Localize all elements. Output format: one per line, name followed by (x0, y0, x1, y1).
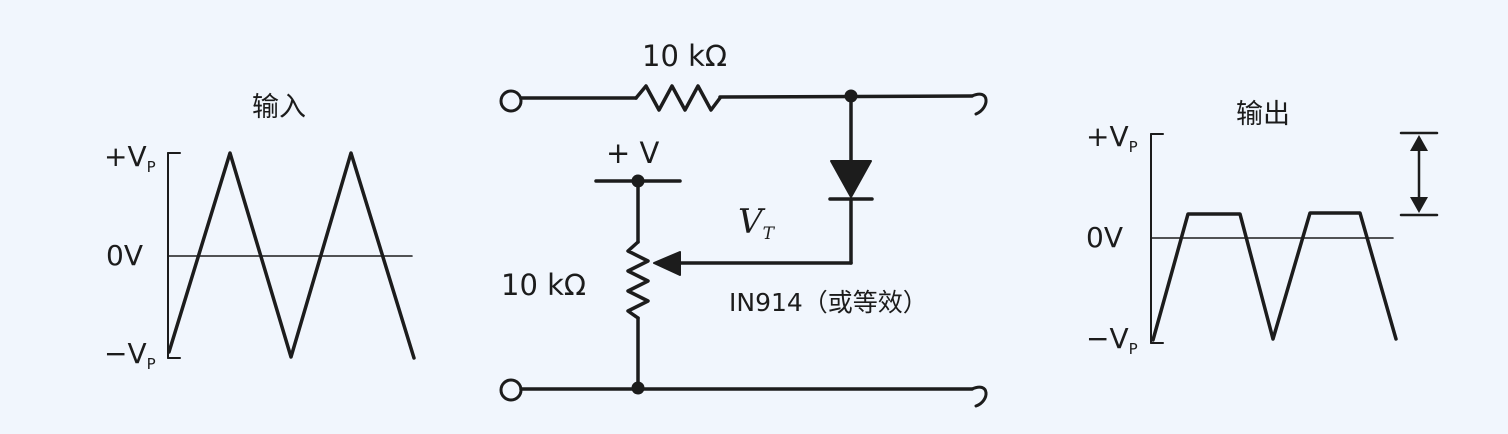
input-terminal (499, 89, 523, 113)
output-waveform-panel (1150, 131, 1439, 344)
bottom-junction-dot (631, 381, 645, 395)
threshold-voltage-label: VT (738, 202, 774, 244)
output-title: 输出 (1236, 99, 1290, 130)
pot-resistor-zigzag (626, 240, 650, 320)
clip-level-arrow (1399, 131, 1439, 217)
supply-voltage-label: + V (606, 136, 660, 170)
pot-resistor-label: 10 kΩ (501, 268, 587, 302)
input-waveform-panel (167, 151, 416, 360)
series-resistor-zigzag (634, 84, 722, 112)
input-title: 输入 (252, 92, 306, 123)
diode-triangle (830, 160, 872, 198)
output-positive-peak-label: +VP (1086, 120, 1138, 156)
series-resistor-label: 10 kΩ (642, 39, 728, 73)
ground-terminal (499, 378, 523, 402)
output-top-break (970, 92, 988, 116)
output-zero-label: 0V (1086, 221, 1123, 254)
input-positive-peak-label: +VP (104, 140, 156, 176)
input-zero-label: 0V (106, 239, 143, 272)
output-bottom-break (970, 385, 988, 408)
output-negative-peak-label: −VP (1086, 322, 1138, 358)
circuit-schematic (499, 84, 988, 408)
wiper-arrow (653, 251, 681, 276)
diode-part-label: IN914（或等效） (729, 288, 928, 317)
input-negative-peak-label: −VP (104, 337, 156, 373)
input-triangle-wave (167, 151, 416, 360)
output-clipped-wave (1151, 211, 1398, 342)
